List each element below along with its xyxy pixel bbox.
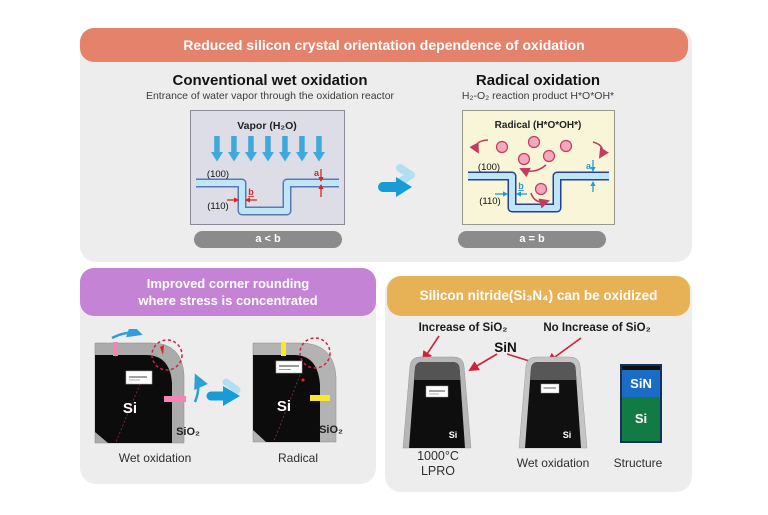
sin-cap <box>414 362 461 380</box>
no-increase-sio2-label: No Increase of SiO₂ <box>543 322 651 334</box>
increase-sio2-label: Increase of SiO₂ <box>418 322 508 334</box>
radical-sem-image: Si SiO₂ <box>252 337 343 443</box>
si-label: Si <box>563 430 572 440</box>
radical-trench-oxide-layer <box>468 171 609 213</box>
vapor-arrows-icon <box>211 136 325 162</box>
plane-110-label: (110) <box>479 196 500 207</box>
structure-caption: Structure <box>613 456 663 470</box>
wet-oxidation-title: Conventional wet oxidation <box>172 72 368 89</box>
plane-110-label: (110) <box>207 201 228 212</box>
nitride-header-banner: Silicon nitride(Si₃N₄) can be oxidized <box>387 276 690 316</box>
si-label: Si <box>449 430 458 440</box>
radical-motion-arrows <box>469 139 609 209</box>
dimension-b-marker: b <box>495 181 527 197</box>
nitride-scene: Si Si <box>402 335 588 449</box>
wet-result-pill: a < b <box>194 231 342 248</box>
yellow-marker-side <box>310 395 330 401</box>
wet-trench-oxide-layer <box>196 178 339 216</box>
vapor-label: Vapor (H₂O) <box>237 120 297 132</box>
radical-label: Radical (H*O*OH*) <box>495 120 582 131</box>
structure-top-cap <box>622 366 660 370</box>
svg-text:a: a <box>314 168 320 178</box>
dimension-a-marker: a <box>314 168 324 197</box>
radical-diagram-frame <box>462 110 615 225</box>
sio2-label: SiO₂ <box>319 424 343 436</box>
svg-text:a: a <box>586 161 592 171</box>
wet-oxidation-caption: Wet oxidation <box>118 451 192 465</box>
corner-rounding-header-line1: Improved corner rounding <box>146 276 310 291</box>
dimension-b-marker: b <box>227 187 257 203</box>
svg-text:b: b <box>248 187 254 197</box>
radical-oxidation-subtitle: H₂-O₂ reaction product H*O*OH* <box>461 90 615 102</box>
corner-highlight-circle <box>151 339 183 371</box>
measurement-label-box <box>425 385 449 398</box>
transition-arrow-icon <box>378 164 415 197</box>
corner-highlight-circle <box>299 337 331 369</box>
growth-arrow-top <box>111 329 143 340</box>
plane-100-label: (100) <box>207 169 229 180</box>
radical-oxidation-title: Radical oxidation <box>475 72 601 89</box>
measurement-label-box <box>275 360 303 374</box>
corner-rounding-header-line2: where stress is concentrated <box>138 292 318 308</box>
radical-result-pill: a = b <box>458 231 606 248</box>
structure-diagram: SiN Si <box>620 364 662 443</box>
wet-oxidation-diagram: Vapor (H₂O) (100) (110) a <box>190 110 345 225</box>
sin-cap <box>530 362 577 380</box>
top-header-banner: Reduced silicon crystal orientation depe… <box>80 28 688 62</box>
corner-rounding-header-banner: Improved corner rounding where stress is… <box>80 268 376 316</box>
si-label: Si <box>123 400 137 417</box>
radical-particles <box>495 135 573 196</box>
wet-oxidation-subtitle: Entrance of water vapor through the oxid… <box>145 90 395 102</box>
radical-caption: Radical <box>277 451 319 465</box>
si-label: Si <box>277 398 291 415</box>
sin-layer-label: SiN <box>494 340 517 355</box>
lpro-caption-line2: LPRO <box>420 464 456 478</box>
plane-100-label: (100) <box>478 162 500 173</box>
corner-rounding-scene: Si SiO₂ Si SiO₂ <box>94 329 343 444</box>
wet-diagram-frame <box>190 110 345 225</box>
dimension-a-marker: a <box>586 160 596 192</box>
pink-marker-top <box>113 342 118 356</box>
structure-si-layer: Si <box>622 397 660 441</box>
wet-pillar-image: Si <box>518 356 588 449</box>
radical-oxidation-diagram: Radical (H*O*OH*) (100) (110) a <box>462 110 615 225</box>
sio2-label: SiO₂ <box>176 426 200 438</box>
pink-marker-side <box>164 396 186 402</box>
svg-text:b: b <box>518 181 524 191</box>
wet-sem-image: Si SiO₂ <box>94 329 208 444</box>
yellow-marker-top <box>281 342 286 356</box>
growth-arrow-side <box>193 373 208 403</box>
measurement-label-box <box>125 370 153 385</box>
wet-pillar-caption: Wet oxidation <box>516 456 590 470</box>
lpro-caption-line1: 1000°C <box>417 449 459 463</box>
transition-arrow-icon <box>206 378 241 406</box>
measurement-label-box <box>540 383 560 394</box>
structure-sin-layer: SiN <box>622 370 660 397</box>
lpro-pillar-image: Si <box>402 356 472 449</box>
stress-spot <box>160 345 164 355</box>
